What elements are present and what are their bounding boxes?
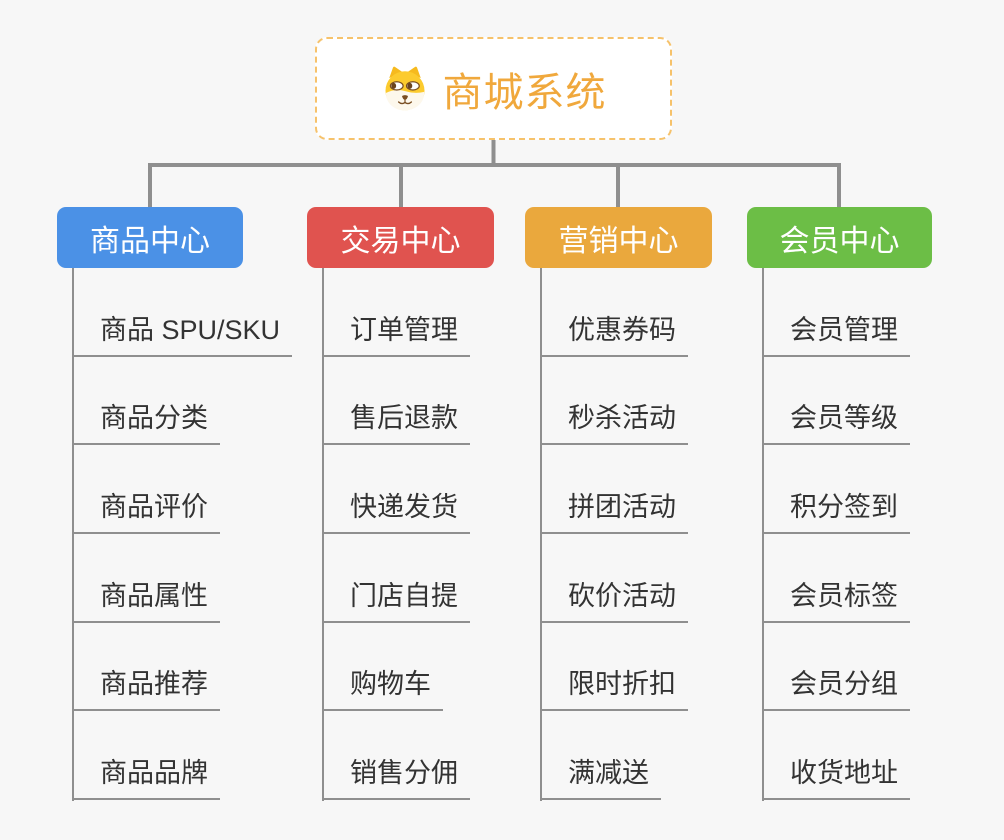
branch-item[interactable]: 积分签到 — [762, 445, 910, 535]
branch-item[interactable]: 收货地址 — [762, 711, 910, 801]
branch-item[interactable]: 商品推荐 — [72, 623, 220, 712]
branch-item[interactable]: 商品评价 — [72, 445, 220, 535]
branch-item[interactable]: 会员管理 — [762, 268, 910, 357]
branch-item[interactable]: 商品分类 — [72, 357, 220, 446]
branch-item[interactable]: 商品 SPU/SKU — [72, 268, 293, 357]
branch-item[interactable]: 购物车 — [322, 623, 443, 712]
branch-item-list: 商品 SPU/SKU 商品分类 商品评价 商品属性 商品推荐 商品品牌 — [57, 268, 293, 802]
branch-trade-center: 交易中心 订单管理 售后退款 快递发货 门店自提 购物车 销售分佣 — [307, 207, 494, 802]
branch-header-product-center[interactable]: 商品中心 — [57, 207, 243, 268]
branch-item-list: 优惠券码 秒杀活动 拼团活动 砍价活动 限时折扣 满减送 — [525, 268, 712, 802]
shiba-dog-icon — [381, 66, 429, 111]
branch-header-member-center[interactable]: 会员中心 — [747, 207, 932, 268]
branch-header-trade-center[interactable]: 交易中心 — [307, 207, 494, 268]
branch-item[interactable]: 限时折扣 — [540, 623, 688, 712]
branch-item[interactable]: 销售分佣 — [322, 711, 470, 801]
branch-item[interactable]: 会员分组 — [762, 623, 910, 712]
branch-item[interactable]: 订单管理 — [322, 268, 470, 357]
branch-item[interactable]: 满减送 — [540, 711, 661, 801]
branch-item[interactable]: 优惠券码 — [540, 268, 688, 357]
branch-item[interactable]: 会员等级 — [762, 357, 910, 446]
branch-item[interactable]: 会员标签 — [762, 534, 910, 623]
branch-member-center: 会员中心 会员管理 会员等级 积分签到 会员标签 会员分组 收货地址 — [747, 207, 932, 802]
branch-item[interactable]: 砍价活动 — [540, 534, 688, 623]
branch-item[interactable]: 商品属性 — [72, 534, 220, 623]
branch-item-list: 会员管理 会员等级 积分签到 会员标签 会员分组 收货地址 — [747, 268, 932, 802]
branch-header-marketing-center[interactable]: 营销中心 — [525, 207, 712, 268]
branch-item[interactable]: 门店自提 — [322, 534, 470, 623]
branch-item[interactable]: 售后退款 — [322, 357, 470, 446]
branch-item[interactable]: 秒杀活动 — [540, 357, 688, 446]
branch-product-center: 商品中心 商品 SPU/SKU 商品分类 商品评价 商品属性 商品推荐 商品品牌 — [57, 207, 293, 802]
branch-item[interactable]: 拼团活动 — [540, 445, 688, 535]
branch-item[interactable]: 快递发货 — [322, 445, 470, 535]
branch-marketing-center: 营销中心 优惠券码 秒杀活动 拼团活动 砍价活动 限时折扣 满减送 — [525, 207, 712, 802]
branch-item[interactable]: 商品品牌 — [72, 711, 220, 801]
root-node[interactable]: 商城系统 — [315, 37, 672, 140]
root-title: 商城系统 — [442, 70, 607, 115]
branch-item-list: 订单管理 售后退款 快递发货 门店自提 购物车 销售分佣 — [307, 268, 494, 802]
